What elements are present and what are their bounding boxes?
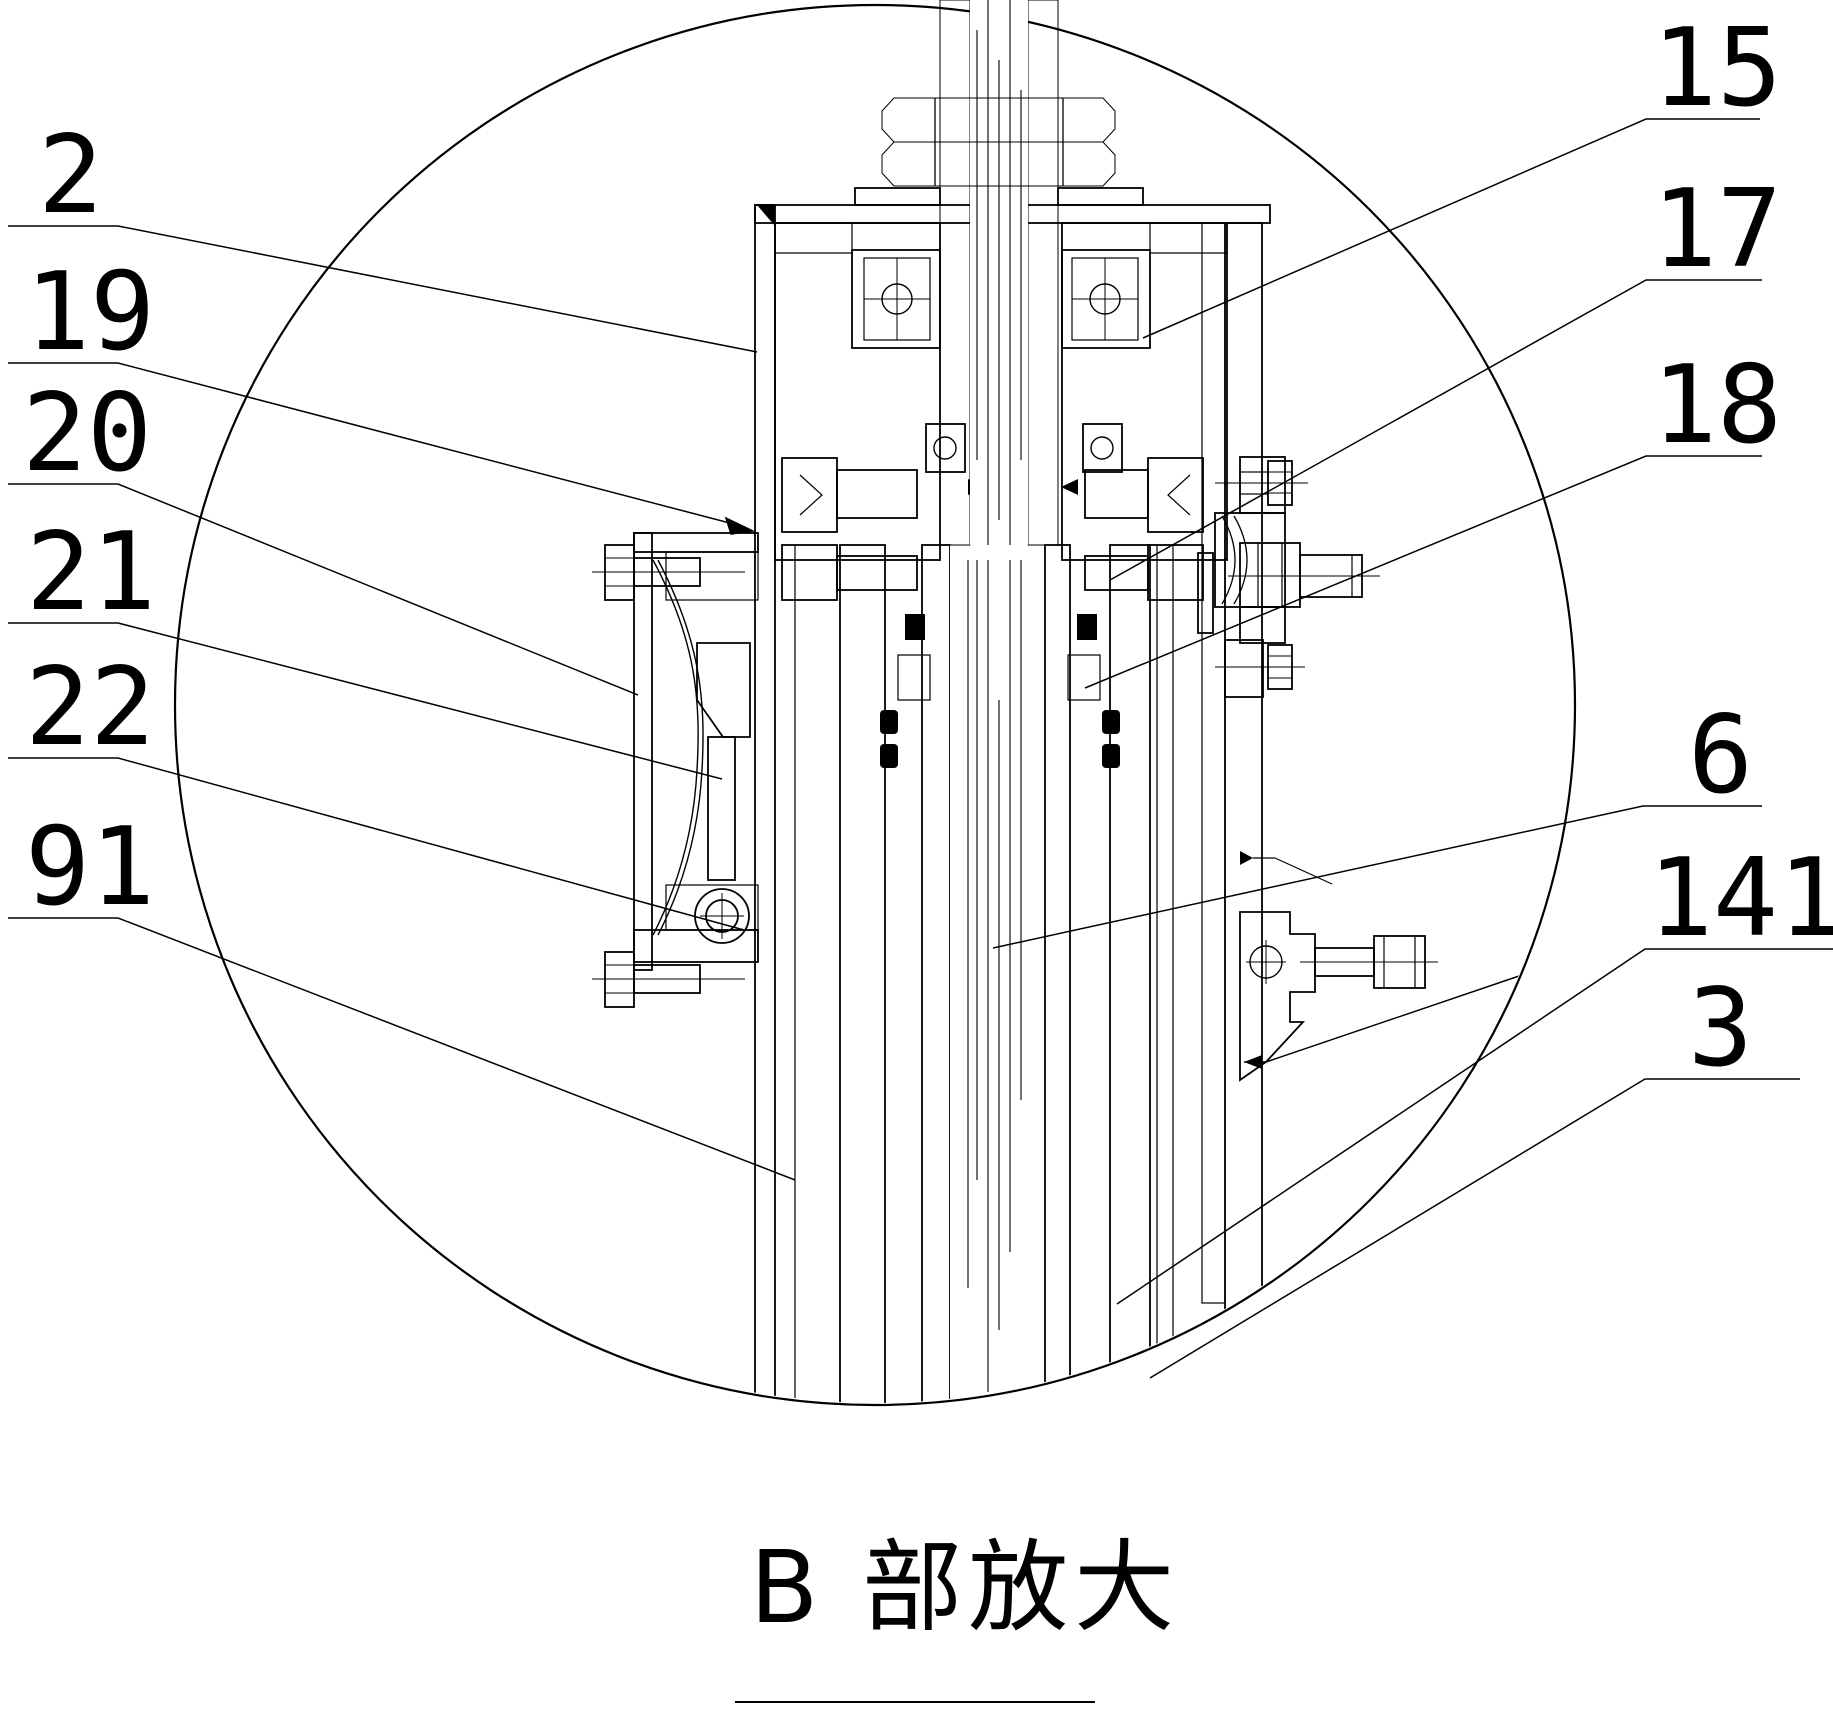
lever-blade	[696, 642, 751, 738]
left-socket-bolt-shank	[836, 469, 918, 519]
bracket-bolt-head	[604, 951, 635, 1008]
left-bearing-housing	[774, 222, 966, 601]
bracket-hex-bolt-head	[1373, 935, 1426, 989]
main-hex-bolt-shank	[1299, 554, 1363, 598]
callout-left-22: 22	[25, 645, 155, 770]
center-rod-lines	[967, 560, 1022, 1392]
upper-hex-bolt	[1267, 460, 1293, 506]
callout-left-21: 21	[26, 510, 156, 635]
callout-right-3: 3	[1688, 966, 1753, 1091]
o-ring	[1077, 614, 1097, 640]
o-ring	[1102, 710, 1120, 734]
leader-arrowhead	[724, 516, 756, 535]
callout-left-2: 2	[38, 113, 103, 238]
lever-arm	[707, 736, 736, 881]
lower-right-bracket	[1239, 911, 1438, 1082]
main-hex-bolt-head	[1239, 542, 1301, 608]
callout-right-15: 15	[1652, 6, 1782, 131]
right-socket-bolt-head	[1147, 457, 1204, 533]
left-bracket-assembly	[592, 532, 759, 1008]
telescoping-tubes	[794, 544, 1174, 1403]
machine-section	[592, 187, 1523, 1403]
weld-marker	[1240, 851, 1253, 865]
right-outer-wall	[1224, 222, 1263, 1314]
leaf-spring	[652, 559, 699, 936]
callout-right-17: 17	[1652, 167, 1782, 292]
rod-core-lines	[976, 0, 1022, 545]
section-arrow	[1061, 479, 1078, 495]
bent-leader-arrow	[1244, 974, 1523, 1069]
callout-leaders	[8, 118, 1833, 1379]
top-rod-assembly	[881, 0, 1116, 546]
callout-right-6: 6	[1688, 693, 1753, 818]
callout-left-91: 91	[25, 805, 155, 930]
lower-hex-bolt	[1267, 644, 1293, 690]
detail-boundary-circle	[173, 3, 1577, 1407]
callout-right-18: 18	[1652, 343, 1782, 468]
o-ring	[905, 614, 925, 640]
o-ring	[880, 710, 898, 734]
callout-labels: 2 19 20 21 22 91 15 17 18 6 141 3	[22, 6, 1833, 1091]
callout-left-19: 19	[25, 250, 155, 375]
leaf-spring	[657, 559, 704, 936]
callout-right-141: 141	[1648, 836, 1833, 961]
right-wall-liner	[1201, 222, 1226, 1304]
right-flange-assembly	[1197, 456, 1380, 885]
curved-slot	[1221, 515, 1236, 605]
bracket-bolt-head	[604, 544, 635, 601]
section-corner-marker	[757, 205, 775, 226]
rod-wall	[1027, 0, 1059, 546]
callout-left-20: 20	[22, 371, 152, 496]
o-ring	[880, 744, 898, 768]
lock-nuts	[881, 97, 1116, 187]
left-outer-wall	[754, 204, 776, 1403]
figure-caption: B 部放大	[750, 1529, 1180, 1646]
seal-stack	[880, 614, 1120, 768]
o-ring	[1102, 744, 1120, 768]
left-socket-bolt-head	[781, 457, 838, 533]
